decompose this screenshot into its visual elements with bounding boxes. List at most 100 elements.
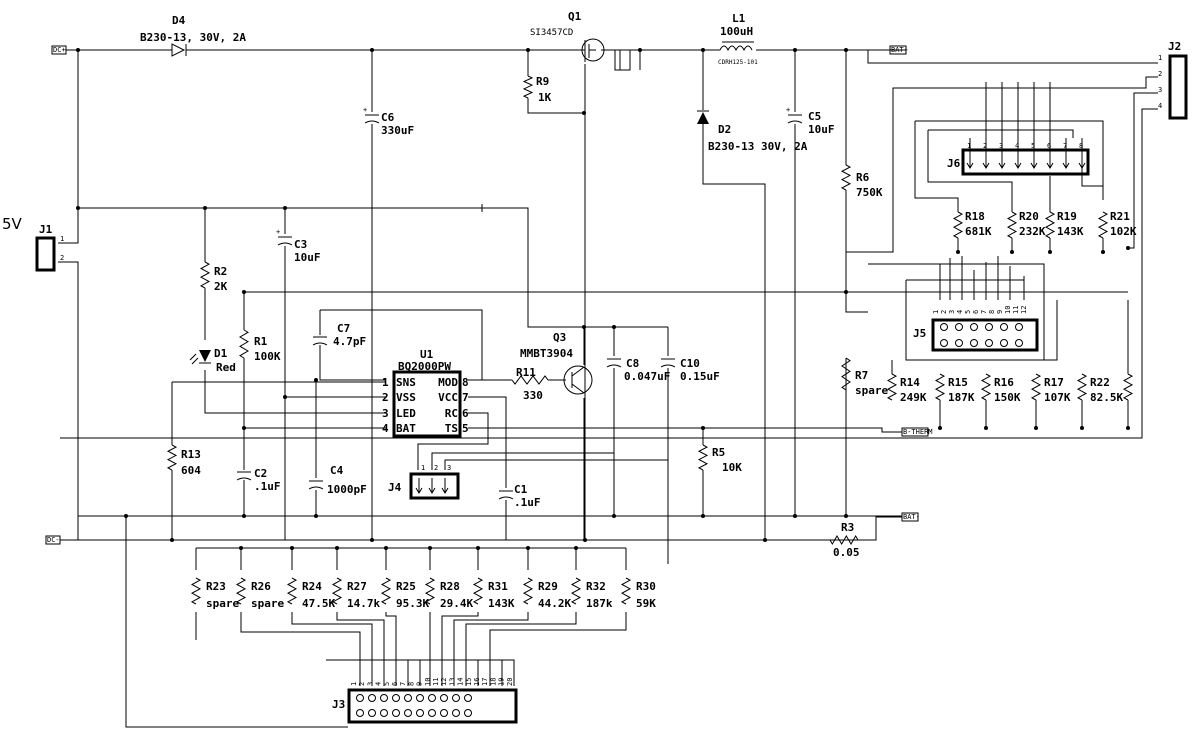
r1-value: 100K [254, 350, 281, 363]
resistor-ref: R24 [302, 580, 322, 593]
d2-value: B230-13 30V, 2A [708, 140, 808, 153]
q3-ref: Q3 [553, 331, 566, 344]
resistor-value: 150K [994, 391, 1021, 404]
u1-pin-name: LED [396, 407, 416, 420]
u1-pin-name: SNS [396, 376, 416, 389]
junction-dot [844, 514, 848, 518]
j1-pin-number: 2 [60, 254, 64, 262]
c10-cap-plate-curved [660, 364, 676, 368]
c5-value: 10uF [808, 123, 835, 136]
u1-pin-name: BAT [396, 422, 416, 435]
junction-dot [701, 426, 705, 430]
c5-cap-plate-curved [787, 120, 803, 124]
resistor-value: 59K [636, 597, 656, 610]
c6-value: 330uF [381, 124, 414, 137]
j3-pin [404, 709, 412, 717]
j3-pin-number: 9 [416, 682, 424, 686]
c7-ref: C7 [337, 322, 350, 335]
resistor-value: 107K [1044, 391, 1071, 404]
wires [58, 49, 1158, 728]
j4-pin [441, 478, 449, 494]
j5-pin [940, 323, 948, 331]
j3-pin-number: 3 [366, 682, 374, 686]
junction-dot [476, 546, 480, 550]
j3-pin-number: 19 [498, 678, 506, 686]
c3-ref: C3 [294, 238, 307, 251]
j6-pin-number: 5 [1031, 142, 1035, 150]
r6-value: 750K [856, 186, 883, 199]
junction-dot [239, 546, 243, 550]
j6-pin-number: 7 [1063, 142, 1067, 150]
flag-bat-plus: BAT+ [891, 46, 908, 54]
j3-pin [392, 709, 400, 717]
resistor-layer: R18681KR20232KR19143KR21102KR14249KR1518… [166, 75, 1137, 610]
resistor-value: 187K [948, 391, 975, 404]
j3-pin [440, 709, 448, 717]
resistor-ref: R16 [994, 376, 1014, 389]
d2-ref: D2 [718, 123, 731, 136]
r5-value: 10K [722, 461, 742, 474]
r7-ref: R7 [855, 369, 868, 382]
j5-pin-number: 12 [1020, 306, 1028, 314]
junction-dot [844, 48, 848, 52]
r13-ref: R13 [181, 448, 201, 461]
j3-pin-number: 1 [350, 682, 358, 686]
j5-network-resistor [934, 373, 946, 401]
j1-pin-number: 1 [60, 235, 64, 243]
r9-ref: R9 [536, 75, 549, 88]
j3-bank-resistor [424, 577, 436, 605]
u1-pin-number: 4 [382, 422, 389, 435]
r6-ref: R6 [856, 171, 870, 184]
resistor-ref: R17 [1044, 376, 1064, 389]
u1-pin-number: 5 [462, 422, 469, 435]
c1-ref: C1 [514, 483, 528, 496]
j5-network-resistor [980, 373, 992, 401]
junction-dot [526, 48, 530, 52]
j3-pin [464, 694, 472, 702]
j3-pin [428, 709, 436, 717]
resistor-value: 95.3K [396, 597, 429, 610]
junction-dot [763, 538, 767, 542]
r2-value: 2K [214, 280, 228, 293]
junction-dot [242, 426, 246, 430]
j5-network-wire [891, 300, 1129, 374]
c2-value: .1uF [254, 480, 281, 493]
j4-pin [428, 478, 436, 494]
junction-dot [938, 426, 942, 430]
j3-bank-resistor [472, 577, 484, 605]
junction-dot [428, 546, 432, 550]
side-voltage-label: 5V [2, 215, 23, 233]
junction-dot [1048, 250, 1052, 254]
j3-bank-resistor [190, 577, 202, 605]
j3-pin-number: 13 [448, 678, 456, 686]
u1-pin-number: 3 [382, 407, 389, 420]
j3-pin [368, 709, 376, 717]
flag-dc-plus: DC+ [53, 46, 66, 54]
j3-pin-number: 11 [432, 678, 440, 686]
d1-value: Red [216, 361, 236, 374]
resistor-ref: R15 [948, 376, 968, 389]
j3-pin [452, 709, 460, 717]
j6-pin [1062, 145, 1070, 169]
j6-pin [998, 145, 1006, 169]
resistor-value: 102K [1110, 225, 1137, 238]
resistor-ref: R19 [1057, 210, 1077, 223]
j3-pin [452, 694, 460, 702]
junction-dot [956, 250, 960, 254]
j6-ref: J6 [947, 157, 961, 170]
junction-dot [1126, 246, 1130, 250]
flag-b-therm: B-THERM [903, 428, 933, 436]
j3-bank-resistor [380, 577, 392, 605]
j6-network-resistor [952, 211, 964, 239]
resistor-value: 249K [900, 391, 927, 404]
j6-network-resistor [1097, 211, 1109, 239]
j3-pin-number: 8 [407, 682, 415, 686]
j5-pin-number: 9 [996, 310, 1004, 314]
junction-dot [582, 111, 586, 115]
j5-network-resistor [1076, 373, 1088, 401]
j3-pin [356, 694, 364, 702]
l1-part: CDRH125-101 [718, 59, 758, 66]
j5-pin [1000, 339, 1008, 347]
c5-ref: C5 [808, 110, 821, 123]
j5-pin-number: 3 [948, 310, 956, 314]
